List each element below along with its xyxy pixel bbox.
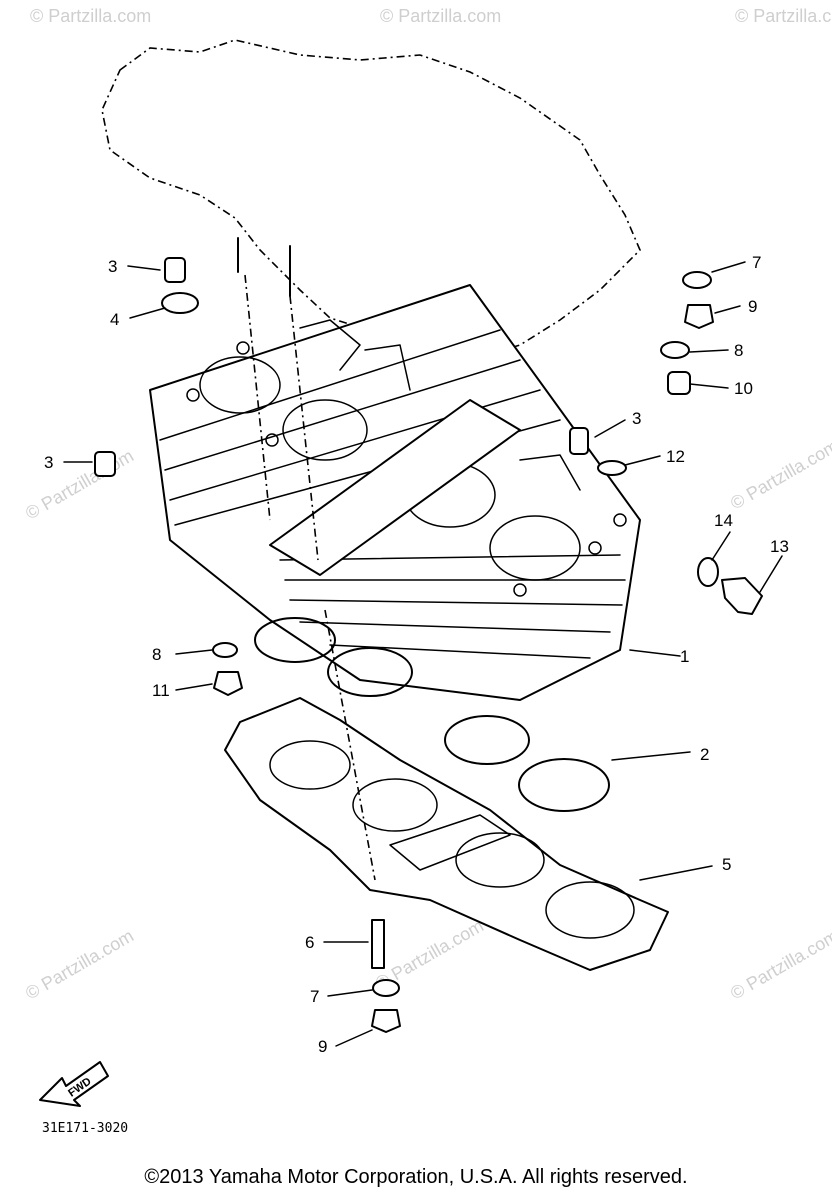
leader-lines (63, 261, 783, 1047)
callout-number: 13 (770, 537, 789, 556)
callout-number: 14 (714, 511, 733, 530)
cylinder-head-outline (101, 39, 641, 361)
head-bolt-stubs (237, 237, 291, 297)
callout-number: 10 (734, 379, 753, 398)
diagram-code: 31E171-3020 (42, 1121, 128, 1136)
callout-number: 2 (700, 745, 709, 764)
watermark: © Partzilla.com (735, 6, 832, 26)
callout-number: 5 (722, 855, 731, 874)
callout-number: 11 (152, 681, 170, 700)
watermark: © Partzilla.com (380, 6, 501, 26)
right-hardware (569, 271, 763, 615)
callout-number: 4 (110, 310, 119, 329)
watermark: © Partzilla.com (22, 445, 137, 523)
callout-number: 7 (310, 987, 319, 1006)
watermark: © Partzilla.com (727, 435, 832, 513)
callout-number: 9 (748, 297, 757, 316)
callouts: 1 2 3 3 3 4 5 6 7 7 8 8 9 9 10 11 12 13 … (44, 253, 789, 1056)
watermark: © Partzilla.com (727, 925, 832, 1003)
callout-number: 3 (108, 257, 117, 276)
callout-number: 8 (152, 645, 161, 664)
base-gasket (224, 697, 669, 971)
cylinder-block (149, 284, 641, 701)
watermark: © Partzilla.com (30, 6, 151, 26)
stud-nut-stack (371, 919, 401, 1033)
callout-number: 3 (632, 409, 641, 428)
watermark: © Partzilla.com (22, 925, 137, 1003)
callout-number: 1 (680, 647, 689, 666)
fwd-arrow: FWD (39, 1061, 109, 1107)
callout-number: 9 (318, 1037, 327, 1056)
callout-number: 12 (666, 447, 685, 466)
callout-number: 7 (752, 253, 761, 272)
callout-number: 8 (734, 341, 743, 360)
copyright-notice: ©2013 Yamaha Motor Corporation, U.S.A. A… (144, 1166, 688, 1188)
callout-number: 3 (44, 453, 53, 472)
left-hardware (94, 257, 243, 696)
o-rings (254, 617, 610, 812)
callout-number: 6 (305, 933, 314, 952)
